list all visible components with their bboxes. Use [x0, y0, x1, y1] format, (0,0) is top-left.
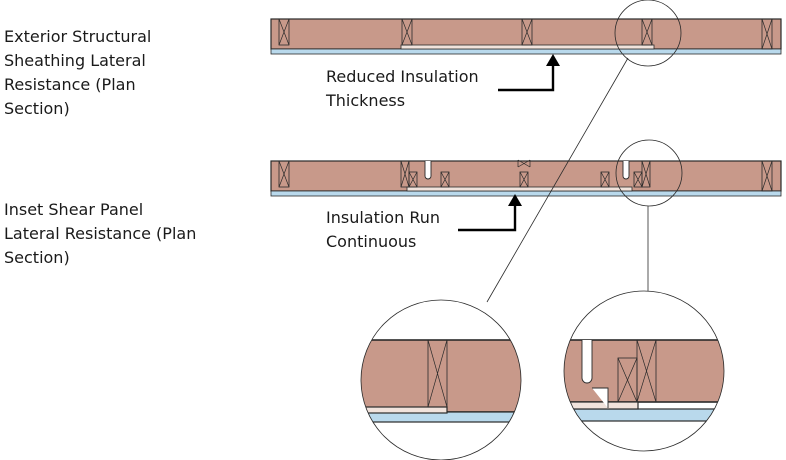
detail-circle-2: [615, 139, 683, 207]
enlarged-detail-b: [563, 290, 725, 452]
callout-2-text: Insulation Run Continuous: [326, 208, 445, 251]
stud-marks: [278, 18, 773, 50]
section-1-title: Exterior Structural Sheathing Lateral Re…: [4, 27, 156, 118]
leader-line-1: [486, 57, 629, 303]
detail-circle-1: [614, 0, 682, 67]
wall-plan-section-2: [270, 159, 782, 197]
slots: [424, 161, 630, 180]
callout-arrow-2: [458, 194, 522, 232]
stud-marks-2: [278, 159, 773, 192]
callout-arrow-1: [498, 54, 560, 92]
callout-1-text: Reduced Insulation Thickness: [325, 67, 484, 110]
enlarged-detail-a: [360, 299, 522, 460]
wall-plan-section-1: [270, 18, 782, 55]
section-2-title: Inset Shear Panel Lateral Resistance (Pl…: [4, 200, 201, 267]
